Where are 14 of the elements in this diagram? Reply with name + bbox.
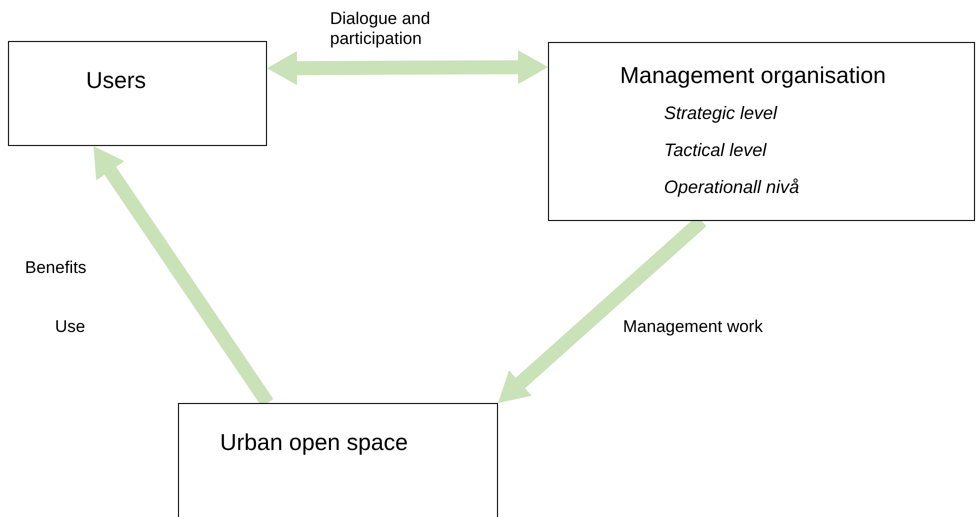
level-item: Operationall nivå bbox=[664, 177, 800, 198]
box-title: Users bbox=[86, 67, 146, 94]
edge-label: Dialogue and participation bbox=[330, 9, 432, 49]
side-label: Use bbox=[55, 317, 86, 337]
box-title: Urban open space bbox=[220, 429, 408, 456]
level-item: Tactical level bbox=[664, 140, 766, 161]
box-title: Management organisation bbox=[620, 62, 886, 89]
box bbox=[8, 41, 267, 146]
edge-label: Management work bbox=[623, 317, 763, 337]
box bbox=[548, 42, 975, 221]
level-item: Strategic level bbox=[664, 103, 778, 124]
side-label: Benefits bbox=[25, 258, 86, 278]
arrow bbox=[267, 50, 548, 86]
box bbox=[178, 403, 498, 517]
